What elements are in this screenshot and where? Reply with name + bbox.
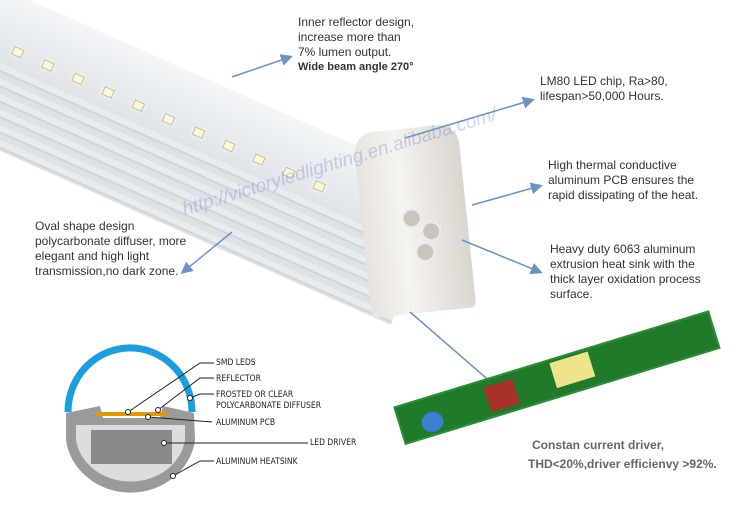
pcb-shape xyxy=(96,412,167,416)
cross-section-diagram xyxy=(64,344,308,493)
label-reflector: REFLECTOR xyxy=(216,374,261,384)
label-aluminum-pcb: ALUMINUM PCB xyxy=(216,418,276,428)
label-smd-leds: SMD LEDS xyxy=(216,358,256,368)
driver-shape xyxy=(91,430,172,464)
arrow-driver xyxy=(409,311,503,392)
arrow-reflector xyxy=(231,54,293,78)
label-led-driver: LED DRIVER xyxy=(310,438,357,448)
label-diffuser-2: POLYCARBONATE DIFFUSER xyxy=(216,401,322,411)
capacitor xyxy=(483,378,520,413)
callout-chip: LM80 LED chip, Ra>80,lifespan>50,000 Hou… xyxy=(540,74,668,103)
varistor xyxy=(419,409,446,435)
label-diffuser-1: FROSTED OR CLEAR xyxy=(216,390,294,400)
callout-reflector: Inner reflector design,increase more tha… xyxy=(298,15,415,73)
diffuser-shape xyxy=(64,344,196,413)
callout-driver: Constan current driver,THD<20%,driver ef… xyxy=(528,438,717,471)
transformer xyxy=(549,351,596,389)
arrow-diffuser xyxy=(180,231,233,274)
label-aluminum-heatsink: ALUMINUM HEATSINK xyxy=(216,457,298,467)
arrow-pcb xyxy=(471,182,543,206)
arrow-chip xyxy=(404,96,535,139)
arrow-heatsink xyxy=(461,239,543,275)
